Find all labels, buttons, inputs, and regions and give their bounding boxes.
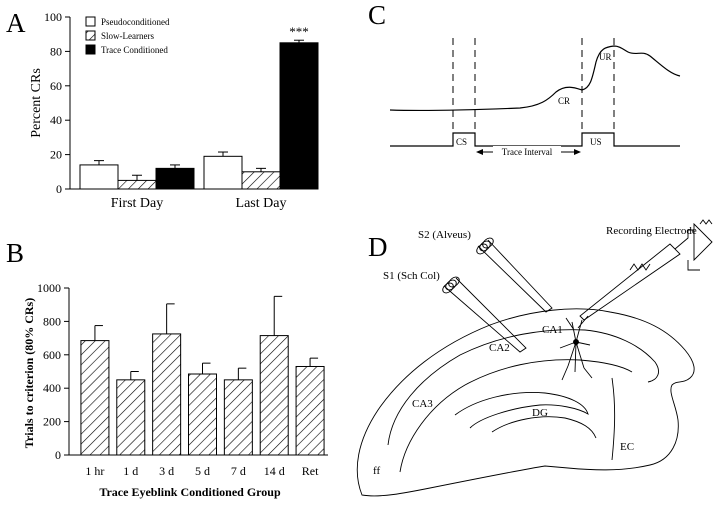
panel-a-bar (279, 42, 319, 190)
hippocampus-outline (356, 308, 695, 497)
panel-a-y-tick-label: 20 (50, 148, 62, 162)
panel-b-y-tick-label: 800 (43, 314, 61, 328)
cs-label: CS (456, 137, 467, 147)
panel-b-x-axis-label: Trace Eyeblink Conditioned Group (99, 485, 281, 499)
panel-b-x-tick-label: 1 d (123, 464, 138, 478)
s1-schaffer-electrode (442, 276, 527, 353)
panel-a-letter: A (6, 8, 26, 38)
panel-a-x-tick-label: Last Day (236, 196, 287, 211)
s2-alveus-electrode (476, 237, 553, 313)
panel-b-x-tick-label: 1 hr (85, 464, 104, 478)
panel-b-bar (152, 333, 182, 456)
panel-a-bar (79, 164, 119, 190)
legend-swatch-trace-conditioned (85, 44, 96, 55)
panel-a-significance-annotation: *** (289, 24, 309, 39)
trace-interval-label: Trace Interval (502, 147, 553, 157)
amplifier-icon (693, 222, 713, 262)
panel-a-x-tick-label: First Day (111, 196, 164, 211)
panel-c: C Trace Interval CS US CR UR (368, 0, 681, 158)
trace-interval-arrowhead-right (574, 149, 581, 155)
panel-b-x-tick-label: 14 d (264, 464, 285, 478)
panel-a-bar (241, 171, 281, 190)
legend-label-trace-conditioned: Trace Conditioned (101, 45, 168, 55)
panel-b-x-tick-label: 5 d (195, 464, 210, 478)
panel-b-y-tick-label: 600 (43, 348, 61, 362)
panel-b-bar (295, 365, 325, 456)
ca1-pyramidal-neuron (559, 315, 593, 381)
panel-a-bar (155, 167, 195, 190)
ca-inner-layer (399, 359, 633, 473)
panel-a-y-tick-label: 0 (56, 182, 62, 196)
stimulus-timing-trace (390, 132, 680, 147)
panel-a-y-tick-label: 100 (44, 10, 62, 24)
dentate-gyrus-outer (454, 392, 589, 429)
legend-swatch-pseudoconditioned (85, 16, 96, 27)
panel-b-x-tick-label: Ret (302, 464, 319, 478)
panel-b-y-tick-label: 1000 (37, 281, 61, 295)
s2-alveus-label: S2 (Alveus) (418, 229, 471, 241)
panel-b-y-axis-label: Trials to criterion (80% CRs) (22, 298, 36, 448)
panel-a-y-tick-label: 60 (50, 79, 62, 93)
panel-b-x-tick-label: 7 d (231, 464, 246, 478)
panel-a-y-tick-label: 80 (50, 44, 62, 58)
panel-a-legend: Pseudoconditioned Slow-Learners Trace Co… (85, 16, 170, 55)
panel-a-bar (203, 155, 243, 190)
recording-electrode-label: Recording Electrode (606, 225, 697, 237)
recording-electrode-resistor (629, 263, 651, 271)
panel-d-labels: S2 (Alveus) S1 (Sch Col) Recording Elect… (373, 225, 697, 477)
cr-label: CR (558, 96, 570, 106)
panel-b-bar (188, 373, 217, 456)
panel-b-chart: 0 200 400 600 800 1000 1 hr 1 d 3 d 5 d 7 d 14 d Ret (37, 281, 328, 478)
panel-b-bar (223, 379, 253, 456)
panel-d: D (356, 219, 713, 497)
legend-label-slow-learners: Slow-Learners (101, 31, 154, 41)
panel-b-bar (80, 340, 110, 456)
panel-b-y-tick-label: 400 (43, 381, 61, 395)
feedback-resistor-icon (699, 219, 713, 225)
ca-pyramidal-layer (387, 329, 659, 446)
panel-d-letter: D (368, 232, 388, 262)
panel-a-y-axis-label: Percent CRs (29, 68, 44, 138)
panel-b-letter: B (6, 238, 24, 268)
dentate-gyrus-inner (491, 416, 597, 439)
ca2-label: CA2 (489, 342, 510, 354)
recording-electrode (579, 219, 713, 321)
trace-interval-arrowhead-left (476, 149, 483, 155)
panel-b-y-tick-label: 0 (55, 448, 61, 462)
legend-swatch-slow-learners (85, 30, 96, 41)
panel-a-y-tick-label: 40 (50, 113, 62, 127)
legend-label-pseudoconditioned: Pseudoconditioned (101, 17, 170, 27)
ec-label: EC (620, 441, 634, 453)
ca3-label: CA3 (412, 398, 433, 410)
eyeblink-response-trace (389, 45, 681, 111)
ff-label: ff (373, 465, 380, 477)
panel-b-bar (259, 335, 289, 456)
ur-label: UR (599, 52, 612, 62)
dg-label: DG (532, 407, 548, 419)
panel-a-bar (117, 179, 157, 190)
panel-c-letter: C (368, 0, 386, 30)
s1-schaffer-label: S1 (Sch Col) (383, 270, 440, 282)
panel-b-bar (116, 379, 146, 456)
panel-b-x-tick-label: 3 d (159, 464, 174, 478)
panel-b-y-tick-label: 200 (43, 415, 61, 429)
trace-interval-label-bg (493, 146, 561, 158)
panel-b: B Trials to criterion (80% CRs) Trace Ey… (6, 238, 328, 499)
us-label: US (590, 137, 602, 147)
ca1-label: CA1 (542, 324, 563, 336)
entorhinal-fissure (611, 377, 616, 461)
